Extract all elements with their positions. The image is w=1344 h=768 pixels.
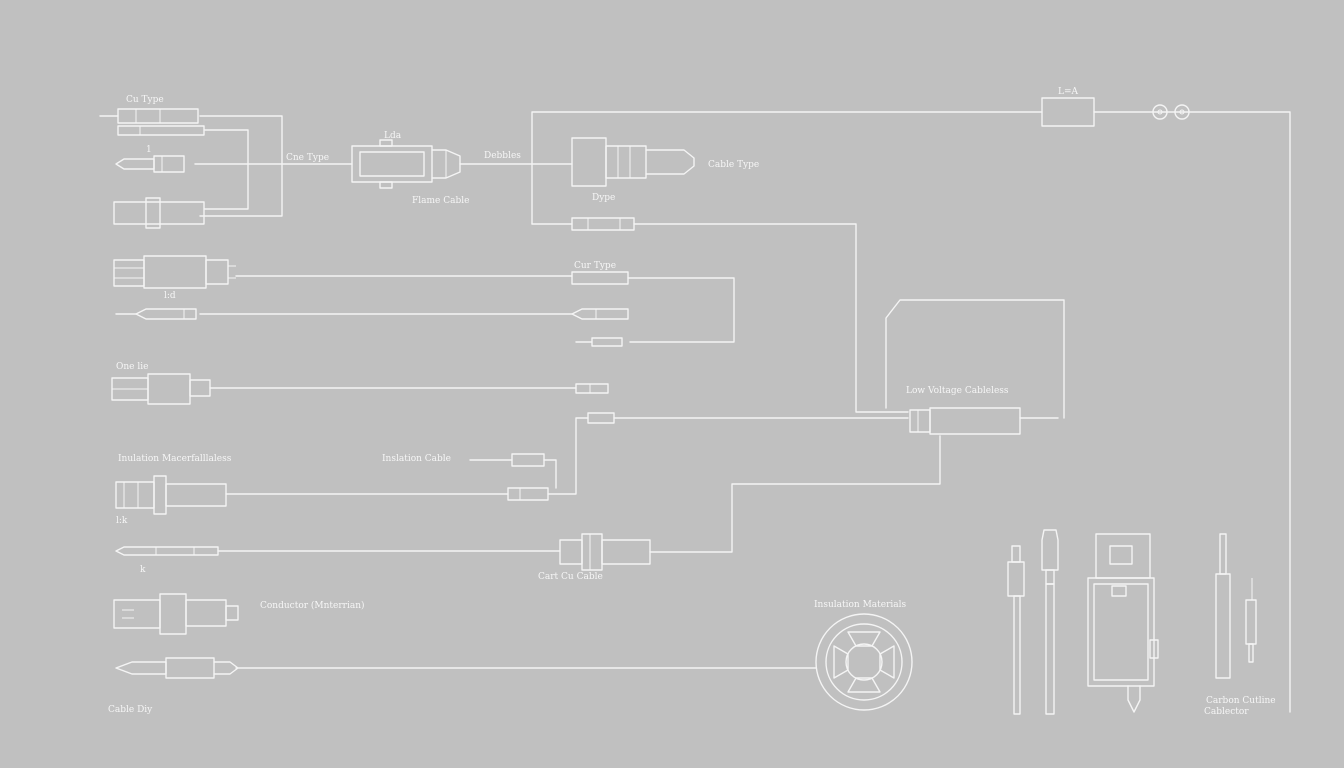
connector-mid-small-4 [575, 337, 623, 347]
wire-lv-down [649, 435, 941, 553]
connector-mid-small-2 [571, 271, 629, 285]
wire-main-top-right [1093, 111, 1291, 713]
tick-label-lk: l:k [116, 516, 128, 526]
label-cu-type-top: Cu Type [126, 95, 164, 105]
inline-fuse [1152, 104, 1190, 120]
label-cable-type: Cable Type [708, 160, 759, 170]
probe-left [1007, 545, 1025, 715]
label-low-voltage: Low Voltage Cableless [906, 386, 1009, 396]
wire-upper-mid-2 [633, 223, 909, 413]
connector-mid-small-1 [571, 217, 635, 231]
tick-label-1: 1 [146, 145, 152, 155]
label-cable-diy: Cable Diy [108, 705, 153, 715]
label-debbles: Debbles [484, 151, 521, 161]
connector-block-1 [113, 197, 205, 229]
insulation-reel-icon [815, 613, 913, 711]
label-one-lie: One lie [116, 362, 148, 372]
connector-row2 [113, 255, 236, 289]
probe-right [1215, 533, 1257, 679]
probe-second [1041, 529, 1059, 715]
label-cart-cu: Cart Cu Cable [538, 572, 603, 582]
label-insulation-left: Inulation Macerfalllaless [118, 454, 232, 464]
label-lda: Lda [384, 131, 402, 141]
connector-mid-small-6 [587, 412, 615, 424]
connector-ins-cable [507, 453, 549, 501]
label-flame-cable: Flame Cable [412, 196, 469, 206]
label-carbon-cutline: Carbon Cutline [1206, 696, 1276, 706]
connector-cart [559, 533, 651, 571]
label-conductor: Conductor (Mnterrian) [260, 600, 365, 611]
connector-row3 [135, 308, 197, 320]
connector-row5 [115, 475, 227, 515]
wire-main-top [531, 111, 1043, 225]
label-top-right-box: L=A [1058, 87, 1079, 97]
wire-row2-loop [627, 277, 735, 343]
connector-row4 [111, 373, 211, 405]
connector-pin-small [115, 155, 185, 173]
tick-label-k: k [140, 565, 146, 575]
top-right-box [1041, 97, 1095, 127]
wire-ins-cable-2 [543, 459, 557, 489]
label-insulation-materials: Insulation Materials [814, 600, 907, 610]
low-voltage-connector [909, 407, 1021, 435]
label-insulation-cable: Inslation Cable [382, 454, 451, 464]
label-cu-type-mid: Cur Type [574, 261, 616, 271]
wires [99, 111, 1291, 713]
labels: Cu Type 1 Cne Type Lda Debbles Flame Cab… [108, 87, 1276, 717]
wire-top-1 [199, 115, 283, 217]
connector-mid-small-3 [571, 308, 629, 320]
connector-row7 [113, 593, 239, 635]
battery-pack [1087, 533, 1159, 713]
connector-center-right [571, 137, 695, 187]
tick-label-ld: l:d [164, 291, 176, 301]
connector-center-large [351, 139, 461, 189]
wire-row5-down [547, 417, 589, 495]
wire-lv-box [885, 299, 1065, 419]
connector-mid-small-5 [575, 383, 609, 394]
label-type-small: Dype [592, 193, 615, 203]
connector-top-bundle [117, 108, 205, 136]
wire-top-2 [204, 129, 249, 210]
label-cne-type: Cne Type [286, 153, 329, 163]
connector-row8 [115, 657, 239, 679]
label-cablector: Cablector [1204, 707, 1249, 717]
connector-row6 [115, 546, 219, 556]
